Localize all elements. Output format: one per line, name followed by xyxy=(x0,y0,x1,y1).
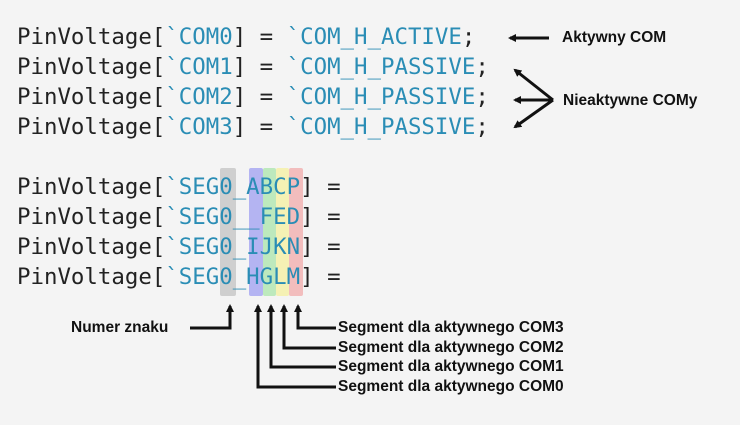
code-line: PinVoltage[`SEG0_HGLM] = xyxy=(17,262,341,292)
code-text: PinVoltage[ xyxy=(17,24,166,50)
code-line: PinVoltage[`SEG0_ABCP] = xyxy=(17,172,341,202)
code-keyword: `SEG0_HGLM xyxy=(165,264,301,290)
code-text: ] = xyxy=(300,234,341,260)
code-text: PinVoltage[ xyxy=(17,204,166,230)
code-keyword: `COM_H_PASSIVE xyxy=(286,54,476,80)
seg-com3-label: Segment dla aktywnego COM3 xyxy=(338,319,564,336)
code-text: ] = xyxy=(300,264,341,290)
code-text: ; xyxy=(475,84,489,110)
code-text: ] = xyxy=(300,204,341,230)
code-text: ; xyxy=(475,114,489,140)
code-text: ; xyxy=(461,24,476,50)
code-text: ] = xyxy=(232,54,287,80)
com3-arrow xyxy=(294,304,336,330)
code-text: PinVoltage[ xyxy=(17,174,166,200)
code-keyword: `COM_H_PASSIVE xyxy=(286,114,476,140)
com0-column-highlight xyxy=(249,168,263,296)
code-line: PinVoltage[`SEG0_IJKN] = xyxy=(17,232,341,262)
seg-com1-label: Segment dla aktywnego COM1 xyxy=(338,358,564,375)
code-text: PinVoltage[ xyxy=(17,264,166,290)
code-line: PinVoltage[`COM0] = `COM_H_ACTIVE; xyxy=(17,22,489,52)
code-keyword: `COM1 xyxy=(165,54,233,80)
code-line: PinVoltage[`COM1] = `COM_H_PASSIVE; xyxy=(17,52,489,82)
seg-code-block: PinVoltage[`SEG0_ABCP] =PinVoltage[`SEG0… xyxy=(17,172,341,292)
code-keyword: `COM3 xyxy=(165,114,233,140)
com1-column-highlight xyxy=(263,168,276,296)
com2-column-highlight xyxy=(276,168,289,296)
digit-column-highlight xyxy=(220,168,236,296)
code-text: ] = xyxy=(300,174,341,200)
inactive-coms-label: Nieaktywne COMy xyxy=(563,92,698,109)
com2-arrow xyxy=(280,304,336,350)
code-text: ] = xyxy=(232,114,287,140)
code-keyword: `COM0 xyxy=(165,24,233,50)
code-line: PinVoltage[`COM2] = `COM_H_PASSIVE; xyxy=(17,82,489,112)
digit-number-label: Numer znaku xyxy=(71,319,169,336)
code-line: PinVoltage[`COM3] = `COM_H_PASSIVE; xyxy=(17,112,489,142)
seg-com0-label: Segment dla aktywnego COM0 xyxy=(338,378,564,395)
code-keyword: `SEG0__FED xyxy=(165,204,301,230)
code-text: PinVoltage[ xyxy=(17,114,166,140)
code-line: PinVoltage[`SEG0__FED] = xyxy=(17,202,341,232)
com0-arrow xyxy=(254,304,336,389)
code-text: PinVoltage[ xyxy=(17,84,166,110)
code-text: PinVoltage[ xyxy=(17,234,166,260)
inactive-com1-arrow xyxy=(513,68,554,102)
com1-arrow xyxy=(267,304,336,369)
code-keyword: `COM2 xyxy=(165,84,233,110)
digit-number-arrow xyxy=(190,304,234,330)
code-keyword: `SEG0_ABCP xyxy=(165,174,301,200)
code-keyword: `COM_H_PASSIVE xyxy=(286,84,476,110)
inactive-com3-arrow xyxy=(513,98,554,129)
code-keyword: `COM_H_ACTIVE xyxy=(286,24,462,50)
code-text: ; xyxy=(475,54,489,80)
seg-com2-label: Segment dla aktywnego COM2 xyxy=(338,339,564,356)
active-com-label: Aktywny COM xyxy=(562,29,667,46)
com3-column-highlight xyxy=(289,168,303,296)
code-text: PinVoltage[ xyxy=(17,54,166,80)
code-keyword: `SEG0_IJKN xyxy=(165,234,301,260)
code-text: ] = xyxy=(232,84,287,110)
com-code-block: PinVoltage[`COM0] = `COM_H_ACTIVE;PinVol… xyxy=(17,22,489,142)
code-text: ] = xyxy=(232,24,287,50)
